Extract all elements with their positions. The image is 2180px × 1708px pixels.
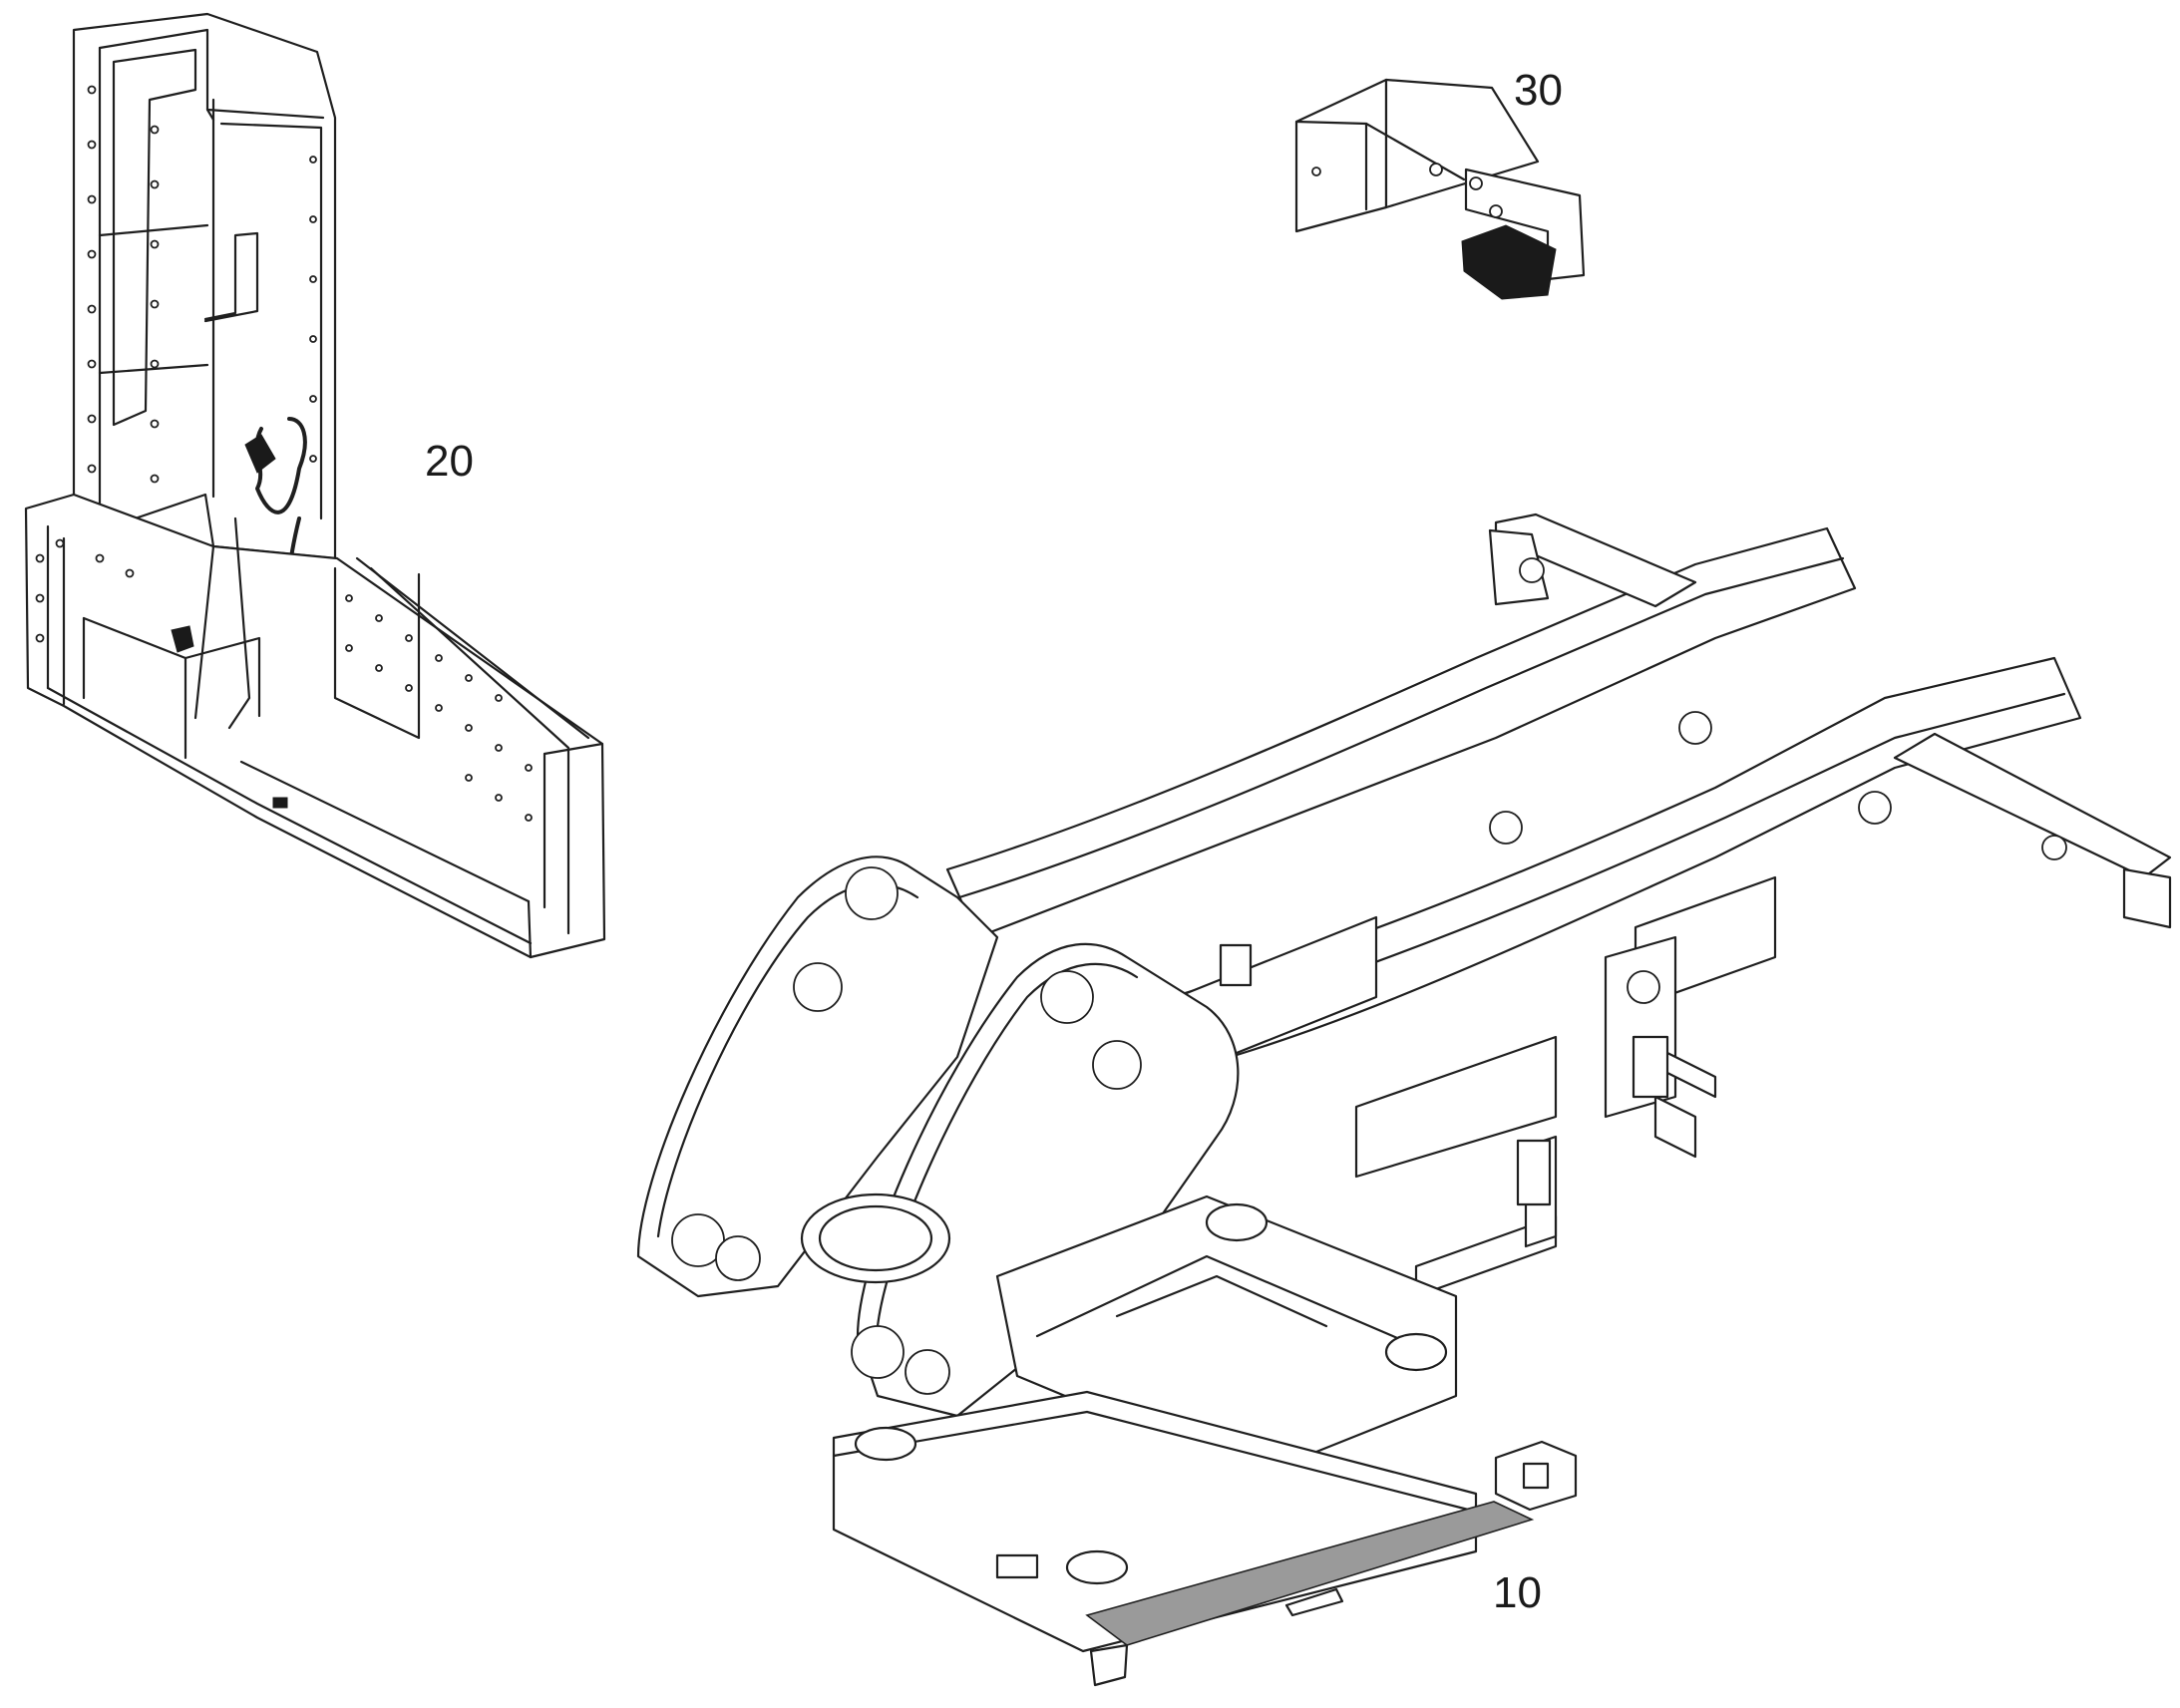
housing-base <box>24 493 606 959</box>
cab-housing-assembly <box>24 12 606 959</box>
bracket-mount-assembly <box>1294 78 1586 300</box>
main-frame-assembly <box>636 512 2172 1687</box>
boom-mount-left <box>636 855 999 1298</box>
callout-10: 10 <box>1493 1568 1542 1617</box>
turntable-ring <box>800 1193 951 1284</box>
bracket-clamp <box>1461 224 1557 300</box>
frame-rear-arm-right <box>1893 732 2172 879</box>
base-panel-bolts <box>35 538 533 822</box>
frame-left-rail <box>945 526 1857 939</box>
bracket-side-plate <box>1294 78 1388 233</box>
bracket-top-plate <box>1384 78 1540 209</box>
callout-20: 20 <box>425 437 474 486</box>
tall-panel-bolts <box>87 85 317 484</box>
callout-30: 30 <box>1514 66 1563 115</box>
frame-tread-step <box>1085 1501 1535 1646</box>
frame-rear-arm-left <box>1494 512 1697 608</box>
